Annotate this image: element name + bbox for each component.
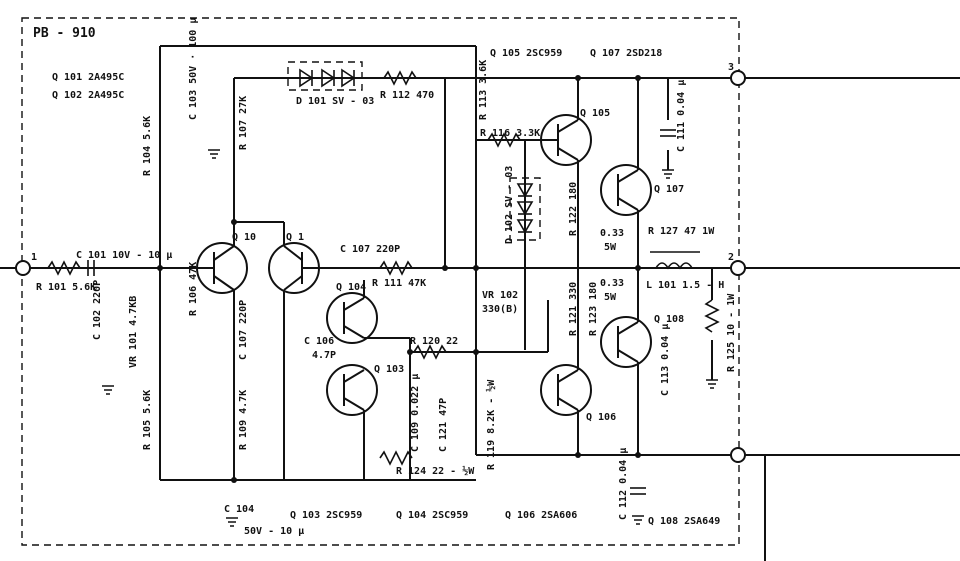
terminal-2 [730,260,746,276]
label-r120: R 120 22 [410,336,458,347]
label-r113: R 113 3.6K [478,60,489,120]
label-c101: C 101 10V - 10 μ [76,250,172,261]
label-c121: C 121 47P [438,398,449,452]
d101-box [287,61,363,91]
label-c104: C 104 [224,504,254,515]
resistor-r120 [413,344,447,360]
resistor-r116 [487,132,521,148]
resistor-r112 [383,70,417,86]
label-c106: C 106 [304,336,334,347]
label-r107: R 107 27K [238,96,249,150]
label-r123: R 123 180 [588,282,599,336]
label-vr102-value: 330(B) [482,304,518,315]
label-r121: R 121 330 [568,282,579,336]
label-q102: Q 102 2A495C [52,90,124,101]
label-r124: R 124 22 - ½W [396,465,475,477]
transistor-q108 [600,316,652,368]
tag-q105: Q 105 [580,108,610,119]
tag-q101: Q 10 [232,232,256,243]
capacitor-c101 [87,260,95,276]
label-r116: R 116 3.3K [480,128,540,139]
label-r-5w-a: 5W [604,242,617,253]
label-q106: Q 106 2SA606 [505,510,577,521]
label-r119: R 119 8.2K - ½W [485,379,497,470]
label-c111: C 111 0.04 μ [676,80,687,152]
capacitor-c111 [660,129,676,137]
label-l101: L 101 1.5 - H [646,280,724,291]
tag-q103: Q 103 [374,364,404,375]
board-outline [21,17,740,546]
label-r122: R 122 180 [568,182,579,236]
resistor-r111 [379,260,413,276]
terminal-3 [730,70,746,86]
label-c102: C 102 220P [92,280,103,340]
label-d101: D 101 SV - 03 [296,96,374,107]
label-c105: C 107 220P [340,244,400,255]
label-c109: C 109 0.022 μ [410,374,421,452]
label-r127: R 127 47 1W [648,226,715,237]
label-q107: Q 107 2SD218 [590,48,662,59]
label-r-033-a: 0.33 [600,228,624,239]
junctions [157,75,641,483]
tag-q106: Q 106 [586,412,616,423]
label-c106-value: 4.7P [312,350,336,361]
transistor-q103 [326,364,378,416]
label-vr101: VR 101 4.7KB [128,296,139,368]
terminal-3-label: 3 [728,62,734,73]
label-r-033-b: 0.33 [600,278,624,289]
label-q101: Q 101 2A495C [52,72,124,83]
label-r105: R 105 5.6K [142,390,153,450]
wiring [233,78,713,480]
label-c103: C 103 50V · 100 μ [188,18,199,120]
resistor-r101 [47,260,81,276]
label-r111: R 111 47K [372,278,426,289]
terminal-1-label: 1 [31,252,37,263]
transistor-q101 [196,242,248,294]
label-q108: Q 108 2SA649 [648,516,720,527]
resistor-r124 [379,450,413,466]
transistor-q104 [326,292,378,344]
label-q105: Q 105 2SC959 [490,48,562,59]
label-r-5w-b: 5W [604,292,617,303]
label-r104: R 104 5.6K [142,116,153,176]
tag-q108: Q 108 [654,314,684,325]
board-label: PB - 910 [33,26,96,41]
label-r106: R 106 47K [188,262,199,316]
label-r101: R 101 5.6K [36,282,96,293]
terminal-2-label: 2 [728,252,734,263]
tag-q102: Q 1 [286,232,304,243]
inductor-l101 [655,262,693,270]
label-r109: R 109 4.7K [238,390,249,450]
terminal-4 [730,447,746,463]
label-c112: C 112 0.04 μ [618,448,629,520]
transistor-q106 [540,364,592,416]
capacitor-c112 [630,487,646,495]
diode-d101 [299,68,356,88]
label-c107: C 107 220P [238,300,249,360]
tag-q104: Q 104 [336,282,366,293]
label-q103: Q 103 2SC959 [290,510,362,521]
label-r125: R 125 10 - 1W [726,293,737,372]
label-vr102: VR 102 [482,290,518,301]
label-q104: Q 104 2SC959 [396,510,468,521]
resistor-r125 [704,299,720,333]
terminal-1 [15,260,31,276]
transistor-q107 [600,164,652,216]
ground-symbols [102,149,718,527]
label-r112: R 112 470 [380,90,434,101]
tag-q107: Q 107 [654,184,684,195]
label-c113: C 113 0.04 μ [660,324,671,396]
label-c104-value: 50V - 10 μ [244,526,304,537]
label-d102: D 102 SV - 03 [504,166,515,244]
